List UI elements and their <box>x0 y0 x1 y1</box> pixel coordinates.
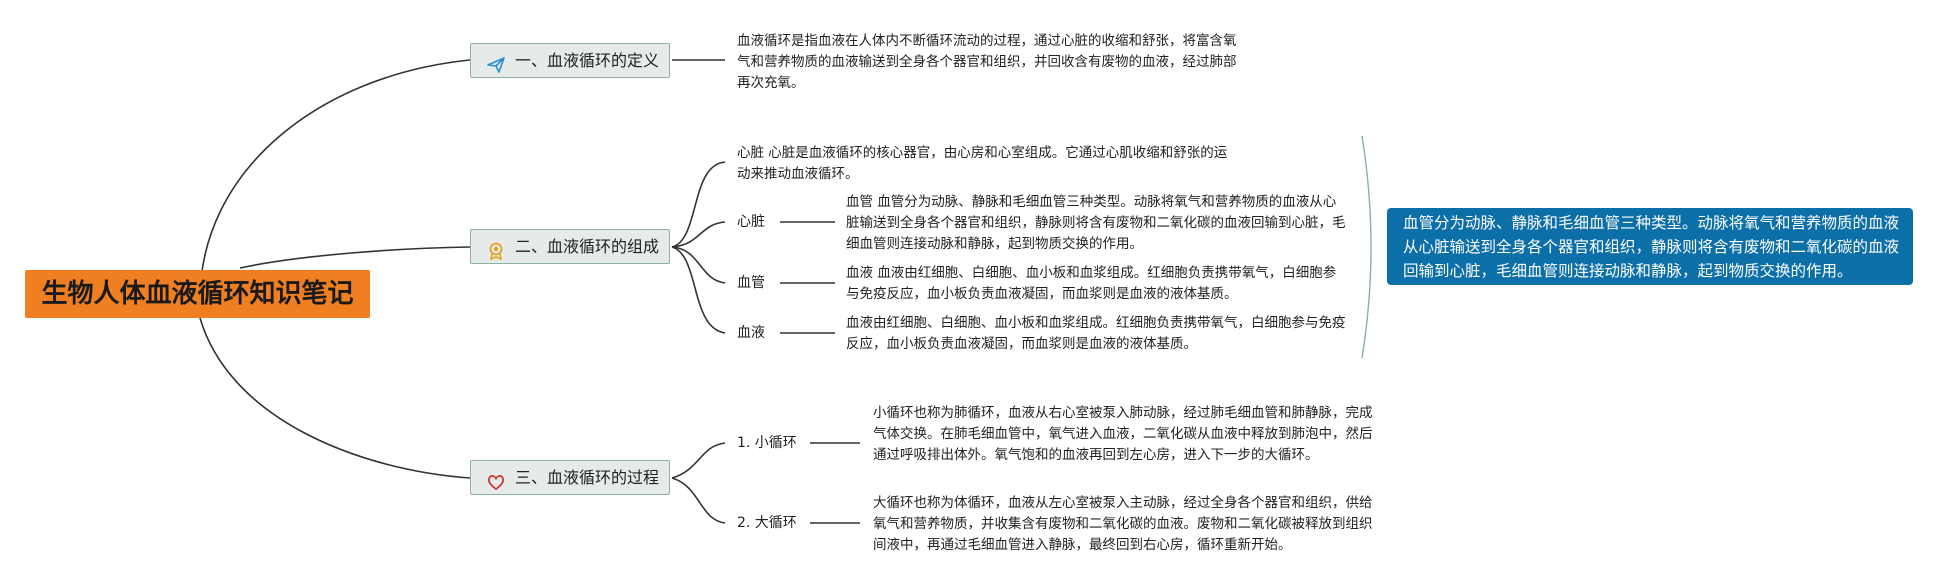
root-topic[interactable]: 生物人体血液循环知识笔记 <box>25 270 370 318</box>
composition-to-heart-line <box>671 221 726 248</box>
composition-to-intro-line <box>671 161 726 248</box>
root-to-process-line <box>199 317 471 479</box>
branch-definition[interactable]: 一、血液循环的定义 <box>470 43 670 78</box>
heart-icon <box>487 469 505 491</box>
paper-plane-icon <box>487 52 505 73</box>
process-item-large-label[interactable]: 2. 大循环 <box>737 515 797 531</box>
summary-callout[interactable]: 血管分为动脉、静脉和毛细血管三种类型。动脉将氧气和营养物质的血液从心脏输送到全身… <box>1387 208 1913 285</box>
process-to-small-line <box>671 442 726 479</box>
composition-item-vessel-label[interactable]: 血管 <box>737 275 765 291</box>
composition-item-heart-text: 血管 血管分为动脉、静脉和毛细血管三种类型。动脉将氧气和营养物质的血液从心脏输送… <box>846 194 1346 252</box>
summary-bracket <box>1361 135 1372 359</box>
root-to-definition-line <box>199 59 471 301</box>
award-medal-icon <box>487 238 505 261</box>
root-to-composition-line <box>239 246 471 269</box>
composition-item-blood-label[interactable]: 血液 <box>737 325 765 341</box>
composition-item-vessel-text: 血液 血液由红细胞、白细胞、血小板和血浆组成。红细胞负责携带氧气，白细胞参与免疫… <box>846 265 1337 302</box>
definition-text: 血液循环是指血液在人体内不断循环流动的过程，通过心脏的收缩和舒张，将富含氧气和营… <box>737 33 1237 91</box>
branch-process[interactable]: 三、血液循环的过程 <box>470 460 670 495</box>
composition-to-blood-line <box>671 246 726 334</box>
composition-item-heart-label[interactable]: 心脏 <box>737 214 765 230</box>
composition-intro-text: 心脏 心脏是血液循环的核心器官，由心房和心室组成。它通过心肌收缩和舒张的运动来推… <box>737 145 1228 182</box>
branch-composition-label: 二、血液循环的组成 <box>515 237 660 256</box>
process-item-small-label[interactable]: 1. 小循环 <box>737 435 797 451</box>
branch-process-label: 三、血液循环的过程 <box>515 468 660 487</box>
process-item-large-text: 大循环也称为体循环，血液从左心室被泵入主动脉，经过全身各个器官和组织，供给氧气和… <box>873 495 1373 553</box>
branch-definition-label: 一、血液循环的定义 <box>515 51 660 70</box>
composition-item-blood-text: 血液由红细胞、白细胞、血小板和血浆组成。红细胞负责携带氧气，白细胞参与免疫反应，… <box>846 315 1346 352</box>
composition-to-vessel-line <box>671 246 726 284</box>
process-item-small-text: 小循环也称为肺循环，血液从右心室被泵入肺动脉，经过肺毛细血管和肺静脉，完成气体交… <box>873 405 1373 463</box>
process-to-large-line <box>671 477 726 524</box>
branch-composition[interactable]: 二、血液循环的组成 <box>470 229 670 264</box>
